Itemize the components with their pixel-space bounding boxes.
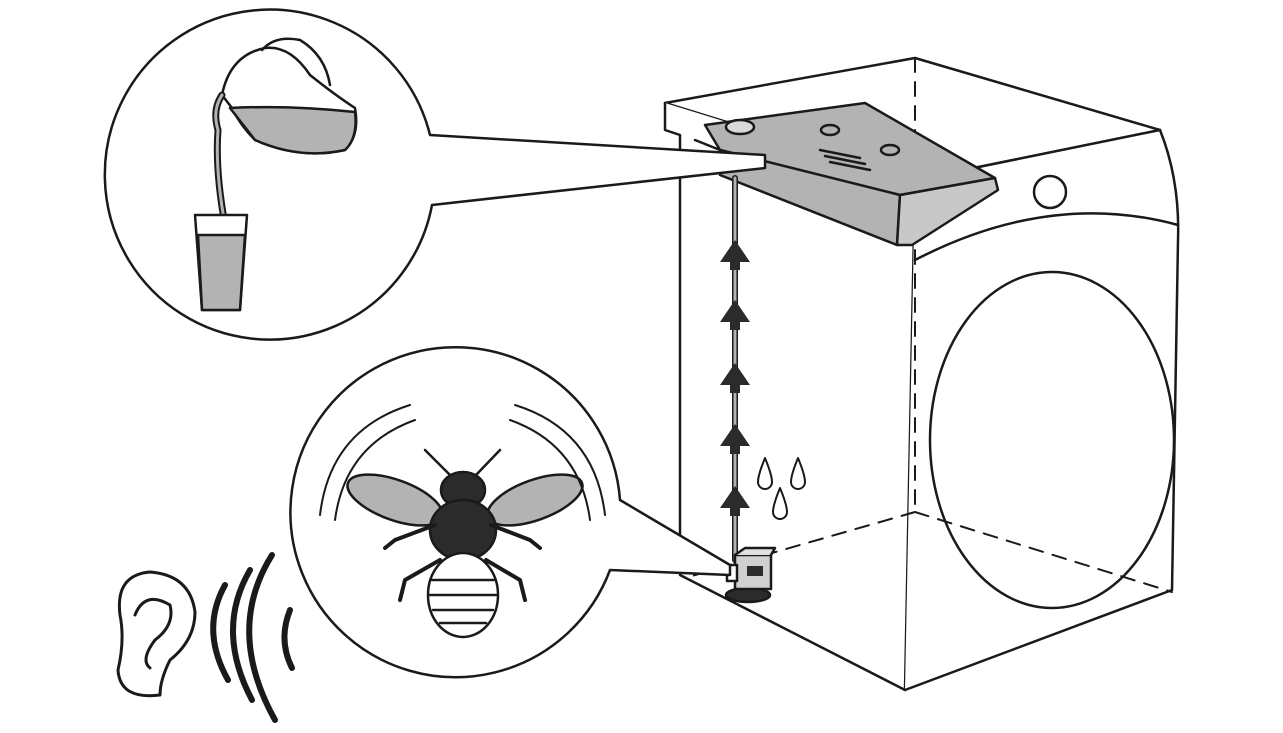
power-button — [1032, 174, 1068, 210]
tank-grip-lines — [818, 148, 872, 172]
water-drop-icon — [757, 457, 773, 490]
arrow-up-icon — [720, 363, 750, 393]
arrow-up-icon — [720, 486, 750, 516]
sound-lines — [319, 404, 606, 521]
pump — [724, 546, 777, 604]
sound-waves-icon — [210, 552, 295, 723]
tank-handle — [895, 176, 1000, 247]
water-drops — [757, 457, 806, 520]
tank-cap — [724, 118, 756, 136]
tank-hole — [879, 143, 901, 157]
callout-pouring-water — [103, 8, 767, 341]
machine-edge-curve — [913, 212, 1180, 262]
arrow-up-icon — [720, 424, 750, 454]
ear-icon — [116, 570, 197, 698]
machine-front-right — [903, 128, 1180, 692]
flow-arrows — [720, 240, 750, 516]
tank-hole — [819, 123, 841, 137]
arrow-up-icon — [720, 300, 750, 330]
tank-lip — [693, 138, 722, 152]
bee-icon — [346, 448, 584, 639]
water-drop-icon — [772, 487, 788, 520]
dryer-machine — [663, 56, 1180, 692]
glass-icon — [193, 213, 249, 312]
water-tank — [693, 101, 1000, 247]
callout-buzzing-sound — [289, 345, 732, 679]
door — [928, 270, 1176, 610]
jug-icon — [212, 37, 358, 229]
arrow-up-icon — [720, 240, 750, 270]
water-drop-icon — [790, 457, 806, 490]
